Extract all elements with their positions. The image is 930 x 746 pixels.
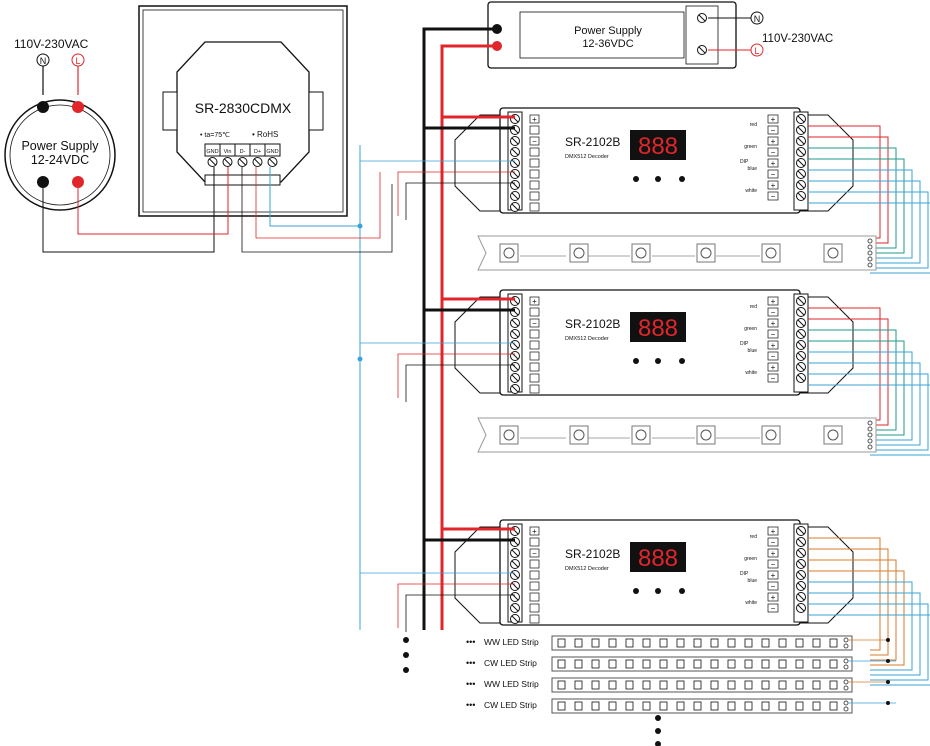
svg-text:+: +	[771, 319, 776, 328]
panel-terminal-label: GND	[206, 149, 218, 155]
svg-text:−: −	[771, 192, 776, 201]
svg-text:+: +	[771, 549, 776, 558]
dmx-signal-wiring	[360, 160, 515, 632]
amplifier-board	[477, 417, 877, 453]
led-strip: ••• WW LED Strip	[466, 635, 890, 651]
panel-terminal-block: GND Vin D- D+ GND	[204, 143, 281, 186]
svg-text:−: −	[771, 148, 776, 157]
panel-model: SR-2830CDMX	[195, 100, 292, 116]
output-label: red	[750, 304, 757, 310]
top-power-supply: Power Supply 12-36VDC N L 110V-230VAC	[487, 1, 833, 69]
svg-text:+: +	[532, 115, 537, 124]
decoder-group: +−+−+−+−+−redgreenbluewhiteDIPSR-2102BDM…	[360, 107, 930, 686]
svg-text:−: −	[771, 582, 776, 591]
decoder-model: SR-2102B	[565, 317, 620, 331]
output-label: white	[745, 370, 757, 376]
svg-text:+: +	[532, 297, 537, 306]
decoder-subtitle: DMX512 Decoder	[565, 154, 609, 160]
svg-text:+: +	[771, 341, 776, 350]
svg-text:+: +	[771, 593, 776, 602]
svg-text:+: +	[771, 181, 776, 190]
svg-text:+: +	[771, 159, 776, 168]
output-label: blue	[748, 578, 758, 584]
dip-label: DIP	[740, 571, 749, 577]
output-label: green	[744, 326, 757, 332]
svg-text:•••: •••	[466, 679, 475, 689]
decoder-display: 888	[638, 545, 678, 572]
svg-text:N: N	[754, 14, 761, 24]
decoder-sr-2102b: + − + − + − + − + − red green blue white DIP SR-2102B DM…	[424, 519, 930, 686]
svg-text:−: −	[532, 137, 537, 146]
decoder-display: 888	[638, 315, 678, 342]
svg-text:−: −	[532, 549, 537, 558]
svg-text:+: +	[771, 115, 776, 124]
output-label: blue	[748, 348, 758, 354]
continuation-dots	[403, 637, 661, 746]
svg-text:−: −	[771, 308, 776, 317]
top-supply-input-label: 110V-230VAC	[762, 33, 833, 45]
top-supply-label-2: 12-36VDC	[582, 38, 633, 50]
panel-rohs: • RoHS	[252, 130, 278, 139]
panel-terminal-label: Vin	[224, 149, 232, 155]
mains-label-1: Power Supply	[21, 139, 99, 153]
mains-label-2: 12-24VDC	[31, 153, 89, 167]
led-strip-label: WW LED Strip	[484, 637, 539, 647]
decoder-subtitle: DMX512 Decoder	[565, 566, 609, 572]
svg-text:+: +	[771, 297, 776, 306]
svg-text:−: −	[771, 538, 776, 547]
svg-text:L: L	[754, 46, 759, 56]
led-strip-label: CW LED Strip	[484, 658, 537, 668]
panel-wiring	[42, 167, 393, 253]
decoder-subtitle: DMX512 Decoder	[565, 336, 609, 342]
panel-terminal-label: GND	[266, 149, 278, 155]
svg-text:−: −	[771, 330, 776, 339]
output-label: white	[745, 600, 757, 606]
decoder-model: SR-2102B	[565, 547, 620, 561]
output-label: green	[744, 556, 757, 562]
decoder-model: SR-2102B	[565, 135, 620, 149]
svg-text:−: −	[532, 319, 537, 328]
svg-text:−: −	[771, 604, 776, 613]
svg-text:•••: •••	[466, 637, 475, 647]
decoder-display: 888	[638, 133, 678, 160]
amplifier-board	[477, 235, 877, 271]
svg-text:+: +	[771, 571, 776, 580]
led-strip-label: CW LED Strip	[484, 700, 537, 710]
output-label: green	[744, 144, 757, 150]
output-label: red	[750, 122, 757, 128]
dip-label: DIP	[740, 341, 749, 347]
svg-text:+: +	[771, 527, 776, 536]
line-label: L	[75, 56, 80, 66]
svg-text:•••: •••	[466, 700, 475, 710]
svg-text:−: −	[771, 352, 776, 361]
panel-temp: • ta=75℃	[200, 132, 230, 139]
svg-text:•••: •••	[466, 658, 475, 668]
svg-text:−: −	[771, 126, 776, 135]
mains-power-supply: 110V-230VAC N L Power Supply 12-24VDC	[4, 37, 116, 211]
led-strip-label: WW LED Strip	[484, 679, 539, 689]
output-label: white	[745, 188, 757, 194]
output-label: blue	[748, 166, 758, 172]
led-strip: ••• CW LED Strip	[466, 656, 896, 672]
svg-text:+: +	[771, 363, 776, 372]
dip-label: DIP	[740, 159, 749, 165]
led-strip: ••• WW LED Strip	[466, 677, 890, 693]
output-label: red	[750, 534, 757, 540]
amplifier-boards	[477, 235, 877, 453]
panel-terminal-label: D+	[254, 149, 261, 155]
led-strip: ••• CW LED Strip	[466, 698, 896, 714]
panel-terminal-label: D-	[240, 149, 246, 155]
top-supply-label-1: Power Supply	[574, 25, 642, 37]
decoder-sr-2102b: + − + − + − + − + − red green blue white DIP SR-2102B DM…	[424, 107, 930, 274]
led-strip-group: ••• WW LED Strip ••• CW LED Strip ••• WW LED …	[466, 635, 896, 714]
svg-text:−: −	[771, 560, 776, 569]
svg-text:+: +	[532, 527, 537, 536]
svg-text:+: +	[771, 137, 776, 146]
svg-text:−: −	[771, 374, 776, 383]
neutral-label: N	[40, 56, 47, 66]
mains-input-label: 110V-230VAC	[14, 37, 89, 51]
svg-text:−: −	[771, 170, 776, 179]
